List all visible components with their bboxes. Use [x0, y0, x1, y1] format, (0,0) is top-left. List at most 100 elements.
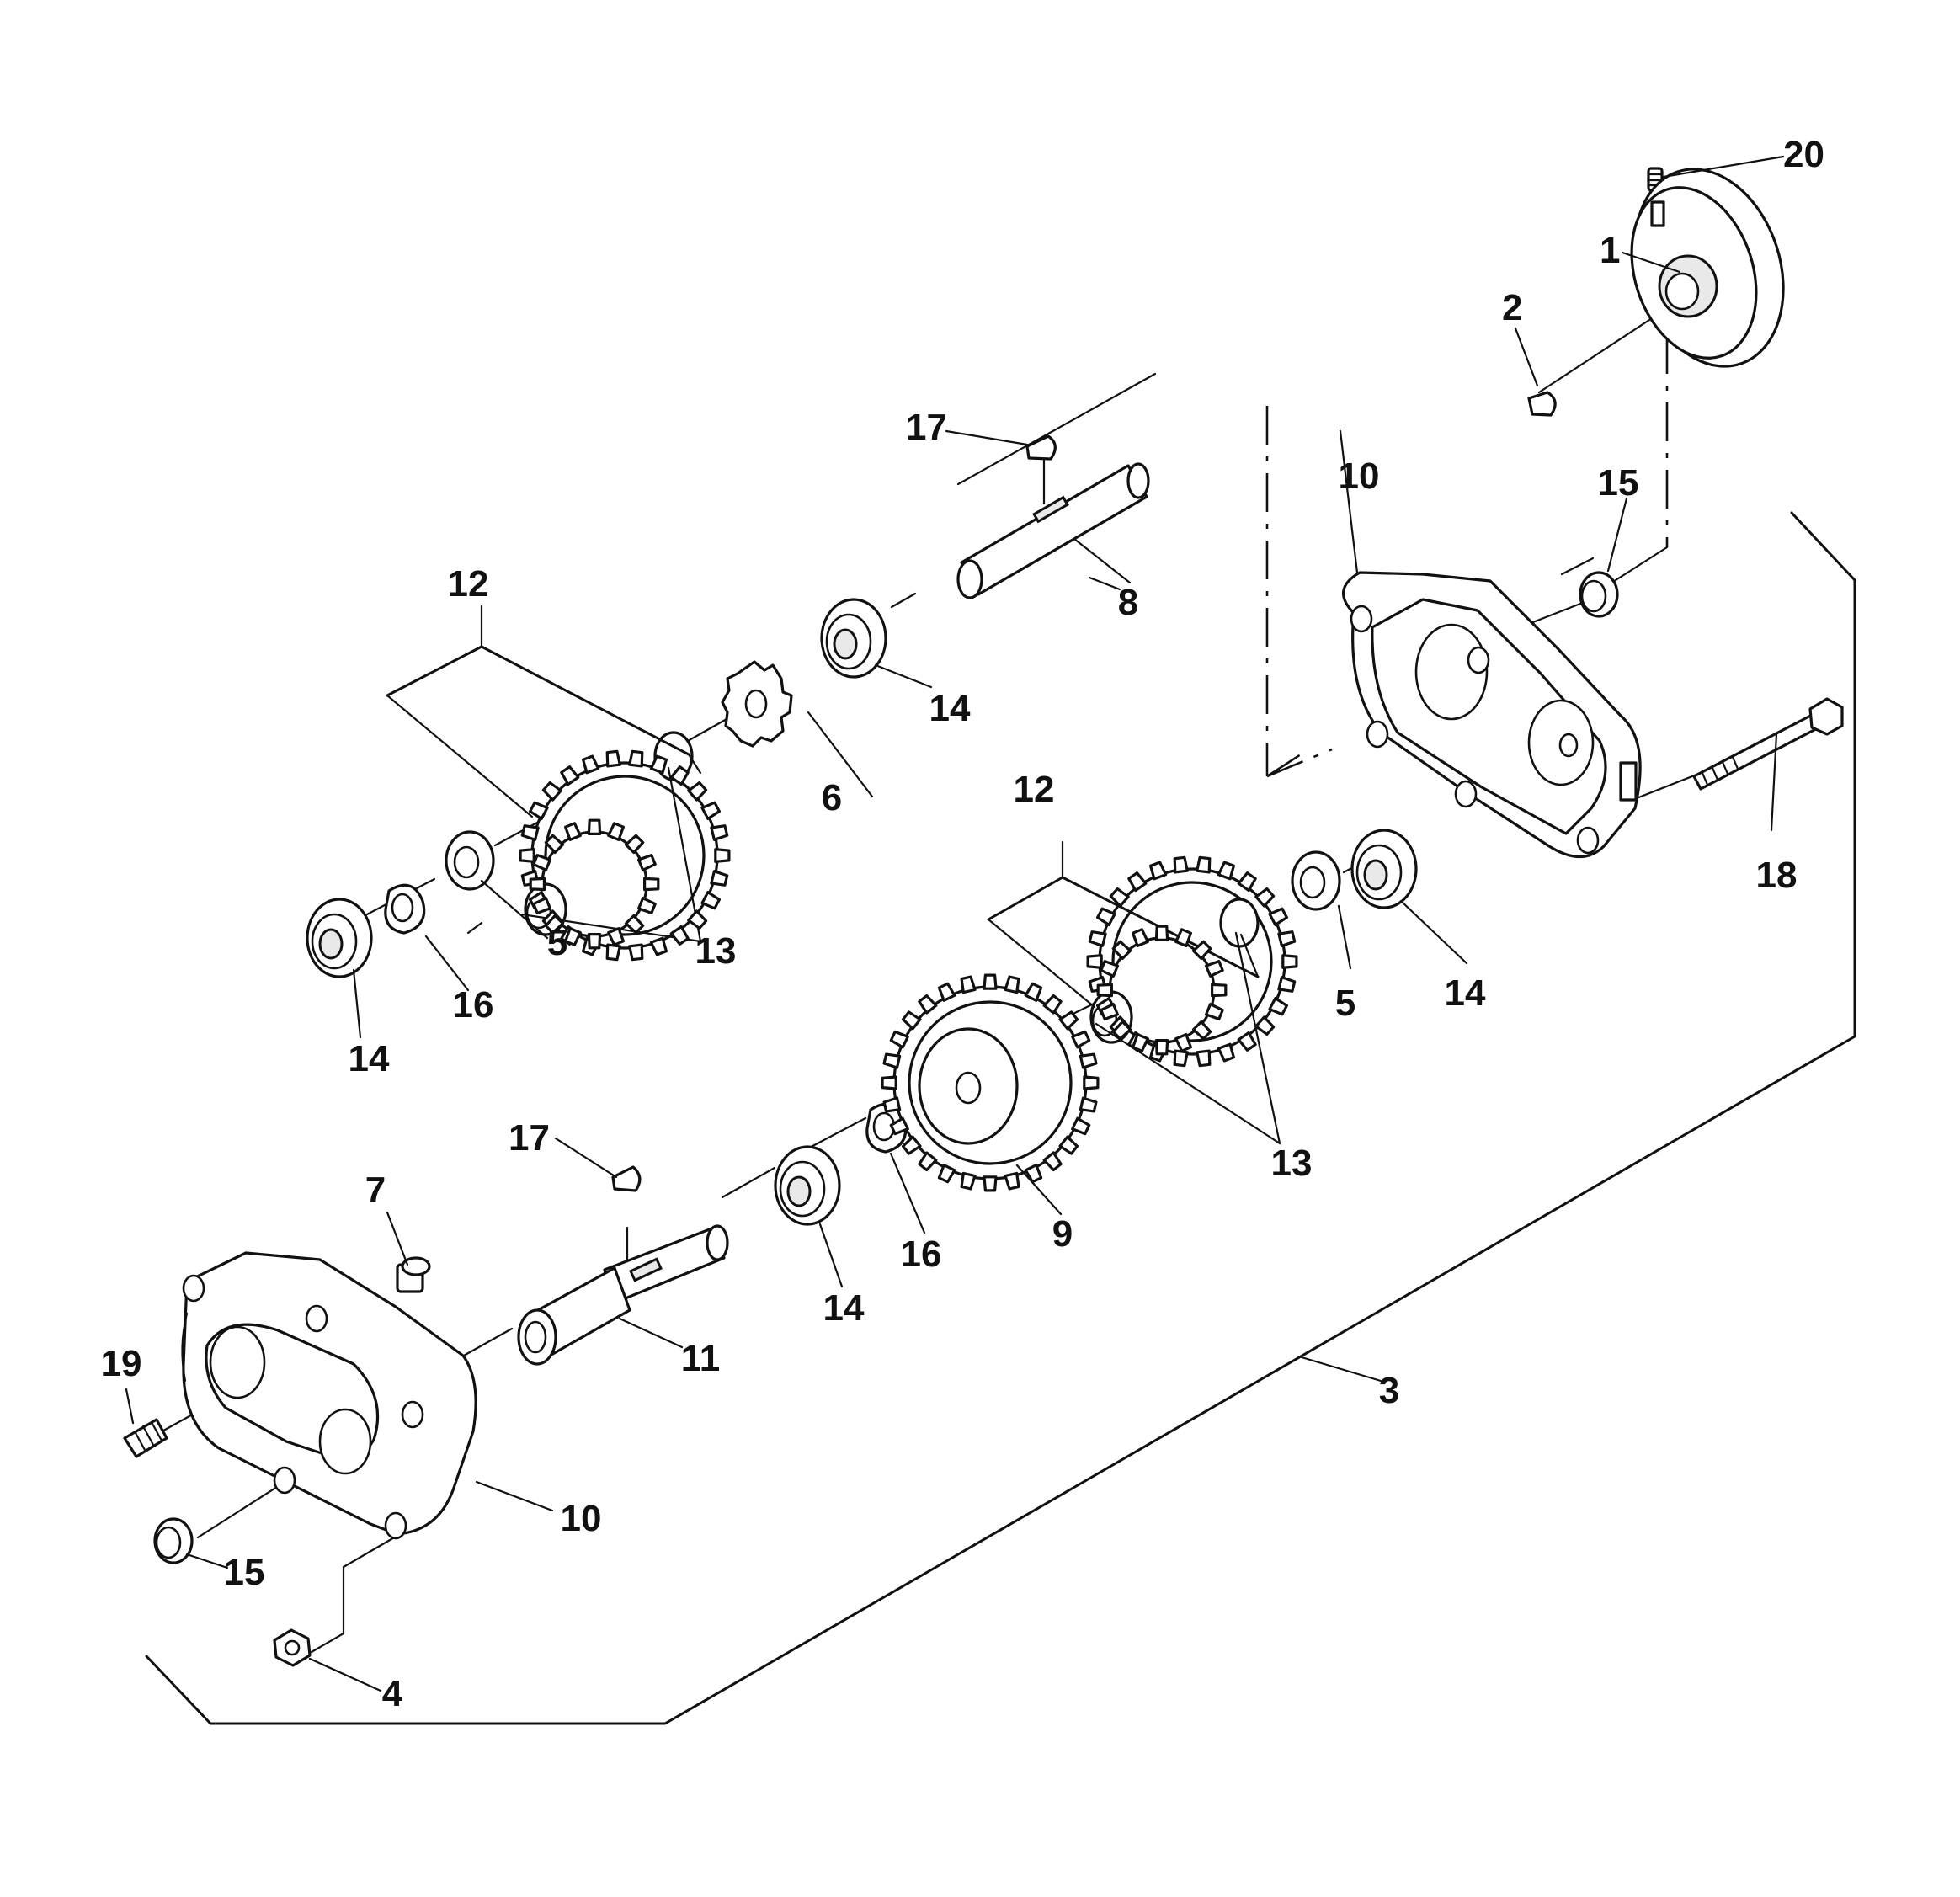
callout-14-lower: 14: [823, 1287, 865, 1329]
gear-tooth: [1095, 907, 1116, 927]
gear-tooth: [1210, 983, 1228, 998]
callout-13-lower: 13: [1271, 1143, 1313, 1184]
gear-tooth: [1154, 1038, 1169, 1056]
callout-16-upper: 16: [453, 984, 494, 1026]
callout-16-lower: 16: [901, 1234, 942, 1275]
gear-tooth: [1071, 1030, 1091, 1049]
gear-tooth: [1100, 959, 1120, 978]
bolt-18: [1692, 697, 1844, 791]
gear-tooth: [1096, 983, 1114, 998]
callout-17-lower: 17: [509, 1117, 550, 1159]
gear-tooth: [587, 818, 602, 836]
gear-tooth: [687, 781, 708, 802]
callout-10-right: 10: [1339, 456, 1380, 497]
gear-tooth: [1088, 930, 1107, 947]
gear-tooth: [628, 749, 644, 768]
gear-tooth: [1109, 887, 1130, 908]
gear-tooth: [1191, 1020, 1212, 1041]
gear-tooth: [983, 1175, 998, 1192]
gear-tooth: [563, 822, 582, 842]
gear-tooth: [605, 943, 621, 962]
gear-tooth: [901, 1135, 922, 1155]
gear-tooth: [1086, 954, 1103, 969]
callout-3: 3: [1379, 1370, 1399, 1411]
callout-15-upper: 15: [1598, 462, 1639, 504]
dowel-pin-7: [396, 1256, 431, 1293]
gear-tooth: [889, 1116, 909, 1136]
gear-tooth: [1174, 928, 1193, 948]
gear-tooth: [700, 801, 722, 821]
gear-tooth: [1131, 928, 1149, 948]
gear-tooth: [960, 1171, 977, 1191]
callout-labels: 20 1 2 17 10 15 8 12 14 6 18 12 5 13 16 …: [101, 134, 1824, 1714]
callout-12-upper: 12: [448, 563, 489, 605]
gear-tooth: [624, 834, 645, 855]
gear-tooth: [1100, 1003, 1120, 1021]
gear-tooth: [901, 1010, 922, 1031]
hex-nut-4: [273, 1628, 312, 1667]
callout-4: 4: [382, 1673, 403, 1714]
gear-tooth: [541, 781, 562, 802]
callout-14-upper: 14: [929, 688, 971, 729]
shaft-8: [956, 462, 1150, 599]
gear-tooth: [587, 932, 602, 950]
gear-tooth: [1277, 976, 1297, 993]
callout-15-lower: 15: [224, 1552, 265, 1593]
gear-teeth: [1096, 925, 1228, 1056]
gear-tooth: [1042, 994, 1063, 1015]
gear-tooth: [1079, 1052, 1098, 1069]
gear-housing-10-right: [1341, 571, 1642, 858]
gear-tooth: [1254, 1015, 1276, 1036]
gear-tooth: [532, 853, 552, 871]
gear-tooth: [560, 765, 580, 786]
gear-tooth: [642, 877, 660, 892]
leader-lines: [125, 155, 1785, 1692]
gear-tooth: [960, 975, 977, 994]
gear-tooth: [624, 914, 645, 935]
gear-tooth: [636, 897, 657, 915]
gear-tooth: [528, 801, 549, 821]
woodruff-key-2: [1527, 391, 1557, 417]
gear-tooth: [1268, 907, 1289, 927]
gear-tooth: [607, 822, 626, 842]
gear-tooth: [1071, 1116, 1091, 1136]
callout-5-right: 5: [1335, 983, 1355, 1024]
oil-seal-15-lower: [153, 1517, 194, 1564]
gear-tooth: [1277, 930, 1297, 947]
callout-10-left: 10: [561, 1498, 602, 1539]
callout-17-upper: 17: [906, 407, 947, 448]
gear-tooth: [937, 1164, 956, 1184]
assembly-bracket: [145, 511, 1856, 1725]
drain-plug-19: [123, 1418, 168, 1458]
callout-18: 18: [1756, 855, 1798, 896]
gear-tooth: [605, 749, 621, 768]
gear-tooth: [1237, 871, 1257, 893]
gear-tooth: [1131, 1032, 1149, 1052]
gear-tooth: [881, 1075, 897, 1090]
callout-12-lower: 12: [1014, 769, 1055, 810]
ball-bearing-14-right: [1350, 829, 1418, 909]
gear-tooth: [889, 1030, 909, 1049]
ball-bearing-14-upper-right: [820, 598, 887, 679]
gear-tooth: [1004, 1171, 1020, 1191]
callout-8: 8: [1118, 582, 1138, 623]
gear-tooth: [1148, 861, 1168, 881]
gear-tooth: [1174, 1032, 1193, 1052]
gear-tooth: [669, 765, 690, 786]
gear-tooth: [1173, 1049, 1189, 1068]
gear-tooth: [1058, 1010, 1079, 1031]
oil-seal-15-upper: [1579, 571, 1619, 618]
gear-tooth: [710, 824, 729, 841]
gear-tooth: [714, 848, 731, 863]
gear-tooth: [1237, 1031, 1257, 1052]
snap-ring-16-upper: [384, 883, 426, 935]
gear-tooth: [529, 877, 546, 892]
callout-14-right: 14: [1445, 972, 1486, 1014]
gear-tooth: [1004, 975, 1020, 994]
thrust-washer-5-left: [445, 830, 495, 891]
ball-bearing-14-lower: [774, 1145, 841, 1226]
gear-tooth: [544, 834, 565, 855]
gear-tooth: [1154, 925, 1169, 942]
gear-tooth: [1196, 855, 1212, 874]
